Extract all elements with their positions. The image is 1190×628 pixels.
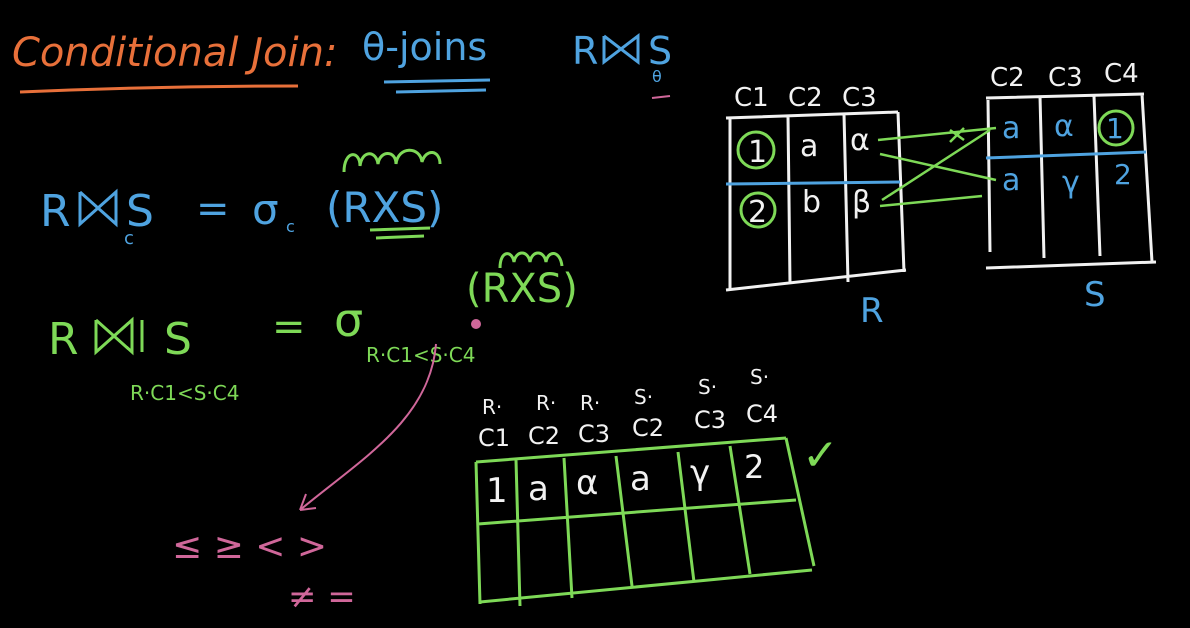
table-r: C1 C2 C3 1 a α 2 b β R	[725, 83, 907, 331]
theta-joins-label: θ-joins	[362, 25, 487, 69]
table-r-headers: C1 C2 C3	[734, 83, 877, 113]
theta-joins-underline	[383, 78, 491, 94]
table-r-cell: β	[852, 185, 871, 220]
highlight-circle	[736, 130, 776, 170]
table-s-header: C4	[1104, 59, 1139, 89]
title-join-s: S	[648, 29, 672, 73]
result-header-prefix: S·	[634, 385, 653, 409]
equation-1: R S c = σ c (RXS)	[40, 148, 443, 249]
table-s-header: C3	[1048, 63, 1083, 93]
table-r-cell: 1	[748, 135, 767, 170]
eq1-join-icon	[78, 188, 118, 228]
operators-row-2: ≠ =	[288, 577, 356, 617]
eq1-sigma: σ	[252, 185, 279, 234]
arrow-mark	[651, 95, 671, 99]
table-s-header: C2	[990, 63, 1025, 93]
result-cell: a	[528, 469, 549, 509]
equation-2: R S R·C1<S·C4 = σ R·C1<S·C4 (RXS)	[48, 251, 578, 405]
title-join-expression: R S θ	[572, 29, 672, 99]
eq1-sigma-sub: c	[286, 217, 295, 236]
table-r-name: R	[860, 291, 884, 331]
result-header: C3	[578, 420, 610, 448]
join-bowtie-icon	[602, 32, 640, 66]
eq2-equals: =	[272, 304, 306, 350]
eq2-s: S	[164, 314, 192, 365]
result-cell: a	[630, 459, 651, 499]
result-header-prefix: R·	[580, 391, 600, 415]
join-connectors	[877, 126, 997, 208]
eq2-squiggle	[498, 251, 564, 269]
result-header-prefix: R·	[536, 391, 556, 415]
highlight-circle	[739, 191, 777, 229]
result-header: C4	[746, 400, 778, 428]
result-cell: α	[576, 463, 598, 503]
eq2-join-icon	[94, 316, 144, 356]
result-header-prefix: R·	[482, 395, 502, 419]
result-grid	[474, 436, 816, 607]
result-header: C3	[694, 406, 726, 434]
title-underline	[19, 84, 299, 94]
result-cell: 2	[744, 448, 764, 486]
result-header-prefix: S·	[750, 365, 769, 389]
eq1-sub: c	[124, 228, 134, 249]
eq1-squiggle	[342, 148, 442, 173]
result-header: C2	[632, 414, 664, 442]
result-header: C1	[478, 424, 510, 452]
table-s-headers: C2 C3 C4	[990, 59, 1139, 93]
table-s-name: S	[1084, 275, 1106, 315]
result-header: C2	[528, 422, 560, 450]
title-join-theta-sub: θ	[652, 67, 662, 86]
eq1-rhs-underline	[369, 226, 431, 240]
table-s-cell: a	[1002, 163, 1020, 198]
eq1-r: R	[40, 186, 71, 237]
table-r-cell: α	[850, 123, 870, 158]
pink-arrow	[299, 343, 437, 511]
table-s-row-divider	[985, 150, 1147, 160]
eq2-rhs: (RXS)	[466, 266, 578, 312]
result-headers: R· R· R· S· S· S· C1 C2 C3 C2 C3 C4	[478, 365, 778, 452]
result-table: R· R· R· S· S· S· C1 C2 C3 C2 C3 C4 1 a …	[474, 365, 839, 607]
table-r-header: C2	[788, 83, 823, 113]
table-r-grid	[725, 110, 907, 292]
result-cell: γ	[690, 453, 710, 493]
table-s-cell: α	[1054, 109, 1074, 144]
eq2-sigma: σ	[334, 293, 363, 347]
title-label: Conditional Join:	[12, 30, 337, 76]
table-s-grid	[985, 92, 1157, 270]
table-s-cell: γ	[1062, 165, 1080, 200]
title-join-r: R	[572, 29, 598, 73]
eq1-s: S	[126, 186, 154, 237]
table-r-cell: 2	[748, 195, 767, 230]
table-s-cell: a	[1002, 111, 1020, 146]
table-r-cell: b	[802, 185, 821, 220]
result-header-prefix: S·	[698, 375, 717, 399]
eq2-sub: R·C1<S·C4	[130, 381, 239, 405]
highlight-circle	[1097, 109, 1135, 147]
eq2-r: R	[48, 314, 79, 365]
operators-row-1: ≤ ≥ < >	[172, 526, 327, 567]
table-r-cell: a	[800, 129, 818, 164]
table-s-cell: 1	[1106, 112, 1124, 145]
table-s-cell: 2	[1114, 158, 1132, 191]
eq1-equals: =	[196, 186, 230, 232]
eq1-rhs: (RXS)	[326, 183, 443, 232]
table-r-header: C3	[842, 83, 877, 113]
cursor-dot	[471, 319, 481, 329]
table-r-row-divider	[725, 180, 901, 186]
table-s: C2 C3 C4 a α 1 a γ 2 S	[985, 59, 1157, 315]
check-mark-icon: ✓	[802, 430, 839, 481]
table-r-header: C1	[734, 83, 769, 113]
result-cell: 1	[486, 471, 508, 511]
eq2-sigma-sub: R·C1<S·C4	[366, 343, 475, 367]
